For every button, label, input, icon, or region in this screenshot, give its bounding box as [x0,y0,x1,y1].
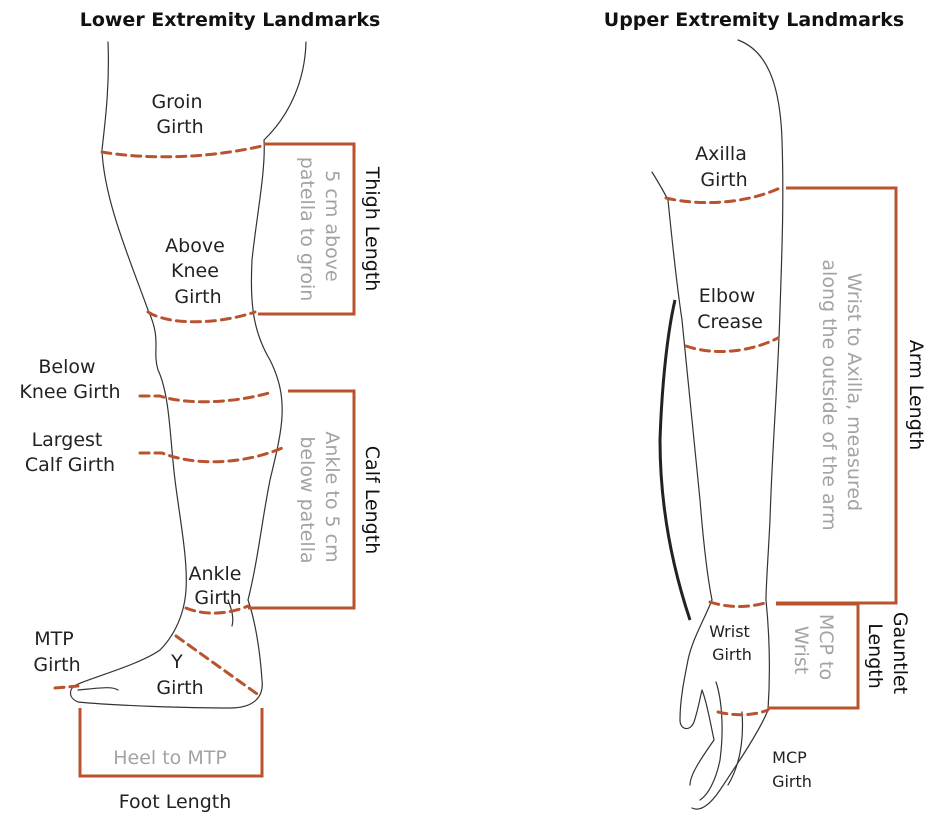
finger-line-2 [727,711,744,786]
arm-length-note: Wrist to Axilla, measured along the outs… [818,259,865,530]
arm-back-edge [658,299,692,621]
calf-length-label: Calf Length [361,446,383,554]
wrist-girth-label: Wrist Girth [709,622,755,664]
thigh-length-bracket [258,142,356,316]
ankle-girth-label: Ankle Girth [188,563,247,609]
below-knee-girth-line [138,390,274,404]
y-girth-label: Y Girth [156,651,203,699]
y-girth-line [174,634,262,698]
calf-length-bracket [248,389,356,610]
axilla-girth-line [664,186,782,205]
wrist-girth-line [708,600,770,608]
finger-line-1 [699,681,723,801]
largest-calf-girth-line [138,446,284,464]
leg-outline-back [69,41,307,709]
lower-title: Lower Extremity Landmarks [80,9,381,31]
upper-title: Upper Extremity Landmarks [604,9,904,31]
mtp-girth-line [53,684,80,690]
ankle-girth-line [184,604,250,615]
groin-girth-label: Groin Girth [151,91,208,138]
gauntlet-length-note: MCP to Wrist [790,614,837,686]
axilla-girth-label: Axilla Girth [695,143,753,191]
foot-length-label: Foot Length [119,791,232,813]
mtp-girth-label: MTP Girth [33,628,80,676]
calf-length-note: Ankle to 5 cm below patella [296,431,343,568]
foot-length-bracket [78,708,264,778]
thigh-length-label: Thigh Length [361,166,383,292]
foot-length-note: Heel to MTP [113,747,227,769]
arm-length-label: Arm Length [905,340,927,451]
groin-girth-line [100,144,264,159]
thigh-length-note: 5 cm above patella to groin [296,157,343,302]
gauntlet-length-bracket [768,602,860,710]
largest-calf-girth-label: Largest Calf Girth [25,429,115,476]
above-knee-girth-label: Above Knee Girth [165,235,231,308]
foot-sole-line [77,687,119,691]
elbow-crease-line [684,336,780,354]
arm-outline-inner [651,171,715,786]
ankle-crease [227,599,234,627]
mcp-girth-label: MCP Girth [772,748,812,791]
above-knee-girth-line [146,310,257,324]
elbow-crease-label: Elbow Crease [697,285,763,333]
mcp-girth-line [716,708,770,717]
below-knee-girth-label: Below Knee Girth [19,356,120,403]
arm-outline-outer [691,39,784,810]
gauntlet-length-label: Gauntlet Length [864,612,911,700]
